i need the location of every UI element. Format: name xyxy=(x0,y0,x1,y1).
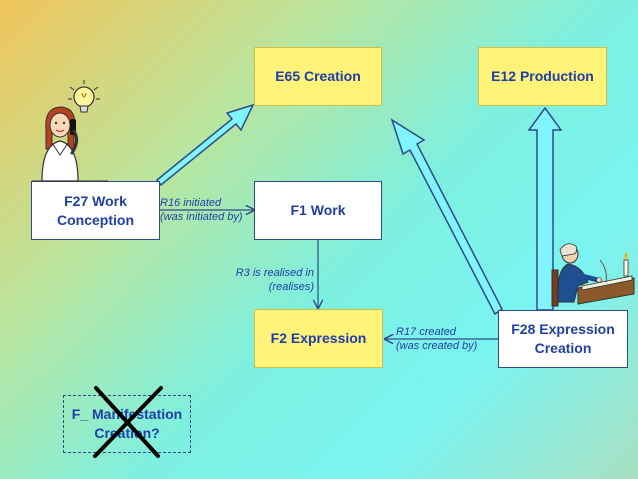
f28-expression-creation-box[interactable]: F28 Expression Creation xyxy=(498,310,628,368)
r16-name: R16 initiated xyxy=(160,197,222,209)
f1-label: F1 Work xyxy=(290,202,346,218)
r16-inverse: (was initiated by) xyxy=(160,211,243,223)
r3-inverse: (realises) xyxy=(268,281,314,293)
woman-on-phone-with-lightbulb-icon xyxy=(32,80,108,182)
r17-name: R17 created xyxy=(396,326,456,338)
f28-label: F28 Expression Creation xyxy=(511,321,615,356)
block-arrow-f28-to-e65 xyxy=(390,118,503,316)
f1-work-box[interactable]: F1 Work xyxy=(254,181,382,240)
r16-label: R16 initiated (was initiated by) xyxy=(160,196,243,224)
e12-label: E12 Production xyxy=(491,68,594,84)
f27-label: F27 Work Conception xyxy=(57,192,134,228)
f2-label: F2 Expression xyxy=(270,330,367,346)
r17-label: R17 created (was created by) xyxy=(396,325,477,353)
r3-label: R3 is realised in (realises) xyxy=(222,266,314,294)
e12-production-box[interactable]: E12 Production xyxy=(478,47,607,106)
block-arrow-f27-to-e65 xyxy=(155,103,255,187)
e65-label: E65 Creation xyxy=(275,68,361,84)
man-writing-at-desk-icon xyxy=(551,243,635,307)
f2-expression-box[interactable]: F2 Expression xyxy=(254,309,383,368)
cross-out-mark xyxy=(93,386,163,458)
r17-inverse: (was created by) xyxy=(396,340,478,352)
r3-name: R3 is realised in xyxy=(235,267,314,279)
e65-creation-box[interactable]: E65 Creation xyxy=(254,47,382,106)
